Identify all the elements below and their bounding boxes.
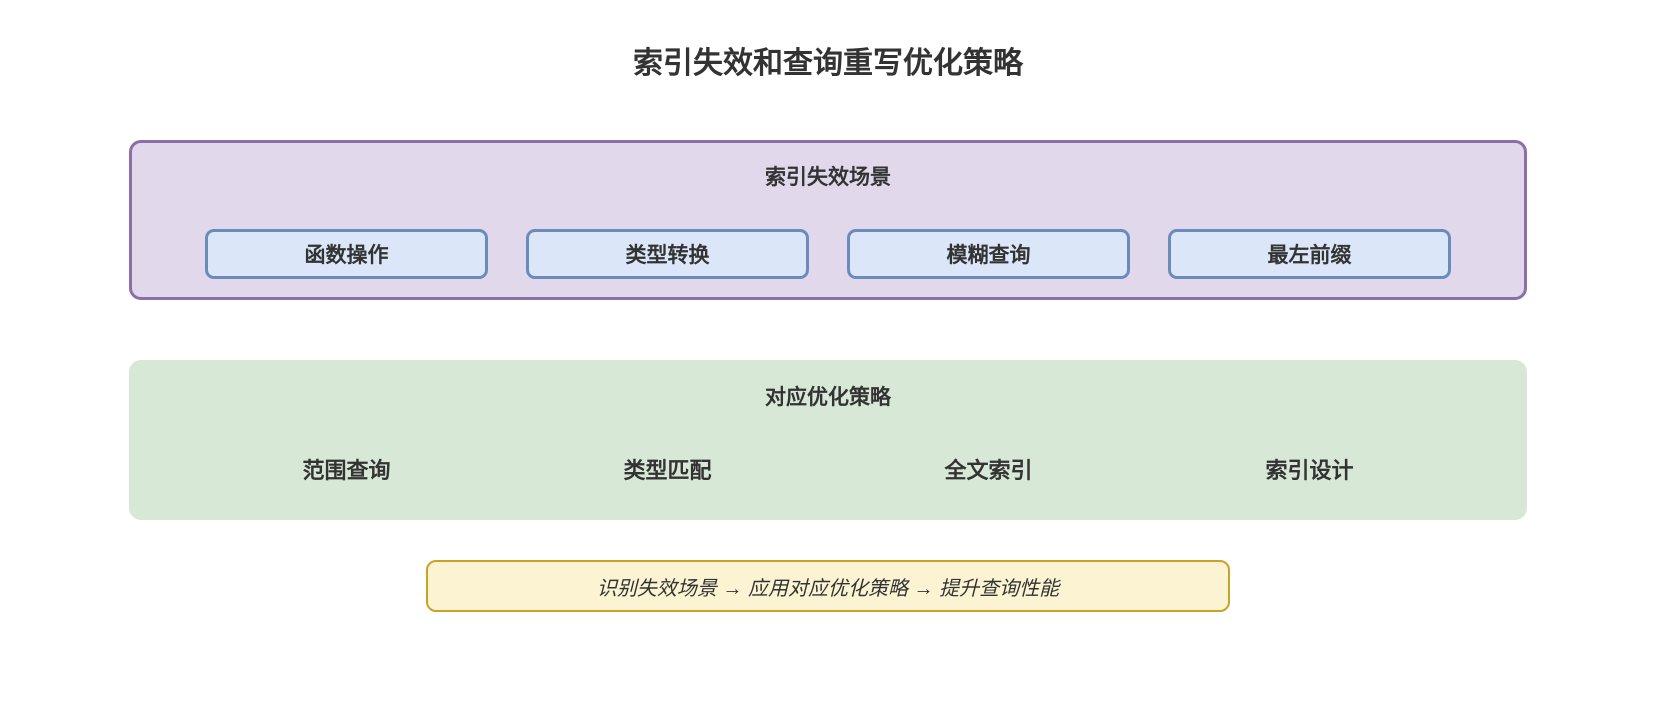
strategy-label-row: 范围查询 类型匹配 全文索引 索引设计 (129, 453, 1527, 485)
strategy-label-index-design: 索引设计 (1265, 458, 1354, 483)
optimization-strategy-container: 对应优化策略 范围查询 类型匹配 全文索引 索引设计 (129, 360, 1527, 520)
failure-node-function-operation: 函数操作 (205, 229, 488, 279)
failure-node-fuzzy-query: 模糊查询 (847, 229, 1130, 279)
failure-section-title: 索引失效场景 (765, 166, 891, 189)
summary-note: 识别失效场景 → 应用对应优化策略 → 提升查询性能 (426, 560, 1230, 612)
strategy-label-type-match: 类型匹配 (623, 458, 712, 483)
failure-node-row: 函数操作 类型转换 模糊查询 最左前缀 (132, 229, 1524, 279)
failure-scenarios-container: 索引失效场景 函数操作 类型转换 模糊查询 最左前缀 (129, 140, 1527, 300)
strategy-label-fulltext-index: 全文索引 (944, 458, 1033, 483)
strategy-section-title: 对应优化策略 (765, 386, 891, 409)
diagram-title: 索引失效和查询重写优化策略 (633, 47, 1023, 80)
failure-node-type-conversion: 类型转换 (526, 229, 809, 279)
summary-text: 识别失效场景 → 应用对应优化策略 → 提升查询性能 (596, 577, 1060, 600)
failure-node-leftmost-prefix: 最左前缀 (1168, 229, 1451, 279)
strategy-label-range-query: 范围查询 (302, 458, 391, 483)
